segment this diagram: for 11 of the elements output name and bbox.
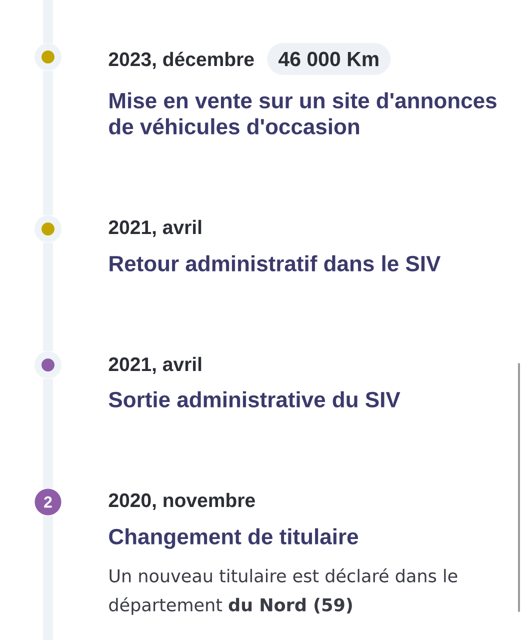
event-title: Sortie administrative du SIV	[108, 391, 400, 408]
event-title: Mise en vente sur un site d'annonces de véhicules d'occasion	[109, 92, 496, 134]
timeline-dot	[34, 352, 62, 378]
timeline-dot	[34, 44, 62, 70]
event-title: Changement de titulaire	[109, 528, 358, 549]
mileage-badge: 46 000 Km	[267, 43, 391, 75]
timeline-dot	[34, 216, 62, 242]
event-title: Retour administratif dans le SIV	[110, 255, 441, 272]
date-text: 2023, décembre	[108, 52, 254, 70]
event-description: Un nouveau titulaire est déclaré dans le département du Nord (59)	[109, 568, 458, 615]
timeline-track	[43, 378, 53, 489]
